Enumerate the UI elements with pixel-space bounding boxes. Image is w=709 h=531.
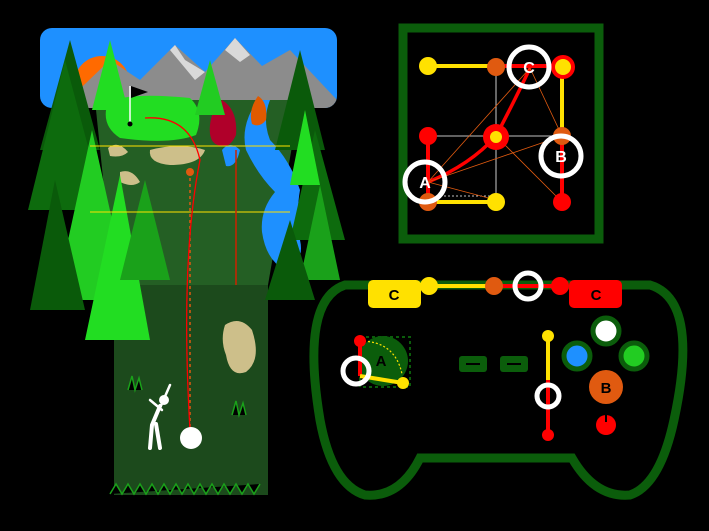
rail-marker: [512, 270, 544, 302]
power-icon[interactable]: [596, 414, 616, 435]
left-thumbstick[interactable]: A: [340, 335, 411, 389]
mountain-snow: [225, 38, 250, 62]
graph-node: [555, 59, 571, 75]
forest-right: [195, 50, 345, 300]
rail-node: [551, 277, 569, 295]
golf-ball-icon: [180, 427, 202, 449]
forest-left: [28, 40, 170, 340]
graph-thin-edges: [427, 67, 563, 203]
sand-bunker: [222, 321, 256, 374]
aim-point: [186, 168, 194, 176]
graph-marker-c: C: [506, 44, 552, 90]
graph-node: [487, 58, 505, 76]
graph-node: [419, 57, 437, 75]
graph-label-a: A: [419, 175, 431, 192]
sand-bunker: [108, 144, 128, 157]
face-button-b[interactable]: B: [589, 370, 623, 404]
face-button-right[interactable]: [618, 340, 650, 372]
graph-label-b: B: [555, 149, 567, 166]
graph-node: [490, 131, 502, 143]
controller: C C A: [309, 270, 688, 500]
graph-node: [553, 193, 571, 211]
controller-body: [309, 280, 688, 500]
sand-bunker: [149, 146, 205, 165]
golf-scene: [28, 28, 345, 496]
graph-label-c: C: [523, 60, 535, 77]
mountain-snow: [170, 45, 205, 80]
face-button-left[interactable]: [561, 340, 593, 372]
graph-panel: C B A: [398, 23, 604, 244]
flag-icon: [131, 86, 148, 98]
graph-marker-b: B: [538, 133, 584, 179]
left-bumper-button[interactable]: C: [368, 280, 421, 308]
stick-label: A: [376, 353, 387, 370]
face-button-top[interactable]: [590, 315, 622, 347]
graph-node: [487, 193, 505, 211]
face-button-b-label: B: [601, 380, 612, 397]
grass: [109, 375, 261, 496]
select-button[interactable]: [459, 356, 487, 372]
rail-node: [485, 277, 503, 295]
shot-trajectory: [144, 117, 201, 431]
golfer-icon: [148, 383, 172, 450]
golf-hole: [127, 121, 133, 127]
sand-bunker: [120, 171, 140, 185]
right-stick-slider[interactable]: [534, 330, 562, 441]
tree-orange: [250, 96, 267, 126]
rail-node: [420, 277, 438, 295]
water-hazard: [244, 100, 301, 270]
graph-node: [419, 127, 437, 145]
graph-frame: [398, 23, 604, 244]
left-bumper-label: C: [389, 287, 400, 304]
right-bumper-label: C: [591, 287, 602, 304]
right-bumper-button[interactable]: C: [569, 280, 622, 308]
graph-marker-a: A: [402, 159, 448, 205]
start-button[interactable]: [500, 356, 528, 372]
